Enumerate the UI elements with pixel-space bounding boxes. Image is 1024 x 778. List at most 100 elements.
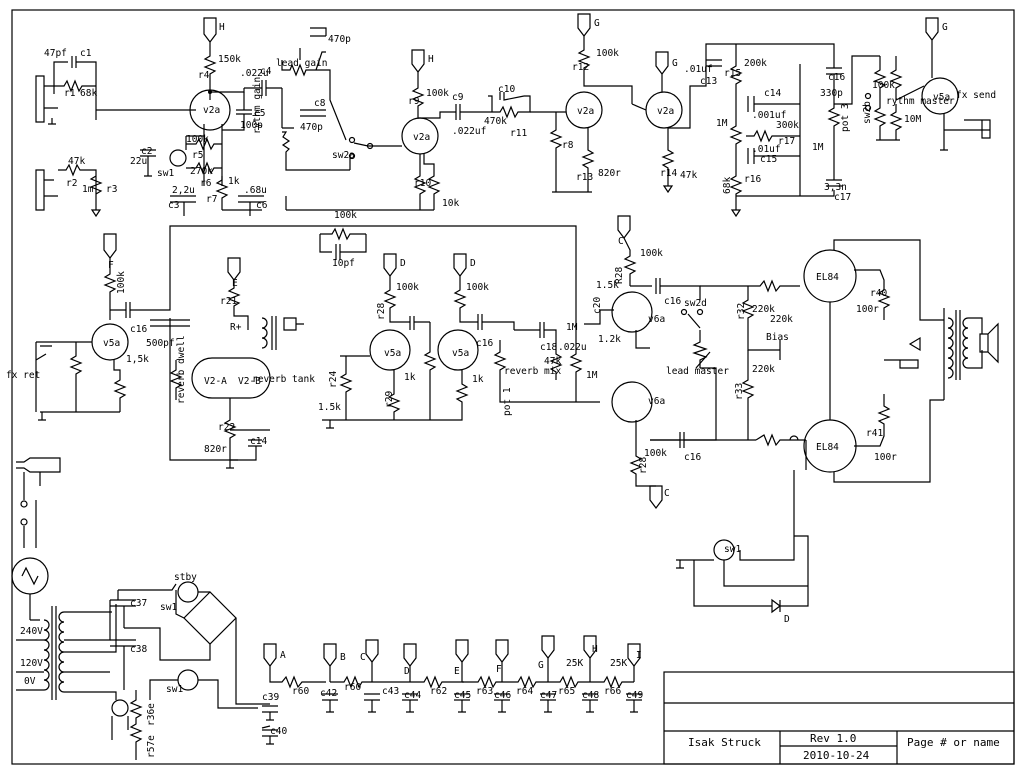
label-470k: 470k [484,116,507,127]
label-10m: 10M [904,114,921,125]
label-r1: r1 [64,88,76,99]
label-c15: c15 [760,154,777,165]
label-r14: r14 [660,168,677,179]
label-rail-g3: G [942,22,948,33]
label-100p: 100p [240,120,263,131]
label-c6: c6 [256,200,268,211]
label-100k-i: 100k [640,248,663,259]
label-rail-c2: C [664,488,670,499]
label-v6a-1: v6a [648,314,665,325]
label-r21: r21 [220,296,237,307]
label-rythm-master: rythm master [886,96,955,107]
label-c2: c2 [141,146,152,157]
label-47k-b: 47k [680,170,697,181]
label-c10: c10 [498,84,515,95]
label-200k: 200k [744,58,767,69]
label-diode-d: D [784,614,790,625]
label-c16-e: c16 [684,452,701,463]
label-1k-c: 1k [472,374,484,385]
label-v5a-2: v5a [103,338,120,349]
label-r24: r24 [328,371,339,388]
label-r7: r7 [206,194,217,205]
label-01uf-b: .01uf [752,144,781,155]
label-sw1-d: sw1 [166,684,183,695]
label-470p-b: 470p [328,34,351,45]
label-220k-a: 220k [770,314,793,325]
label-47pf: 47pf [44,48,67,59]
label-rail-g1: G [594,18,600,29]
label-fx-ret: fx ret [6,370,40,381]
label-100k-c: 100k [596,48,619,59]
date: 2010-10-24 [803,749,870,762]
label-r22: r22 [218,422,235,433]
label-rail-g2: G [672,58,678,69]
master-fx-send: 100k rythm master sw2b 10M G v5a fx send [862,17,996,151]
label-022uf-b: .022uf [452,126,486,137]
input-stage: 47pf c1 r1 68k 47k r2 1m r3 [35,48,180,218]
label-v2a-3: v2a [577,106,594,117]
label-r17: r17 [778,136,795,147]
label-100k-g: 100k [396,282,419,293]
label-r5: r5 [192,150,203,161]
tone-stack: 200k r15 c14 .001uf 1M 300k r17 .01uf c1… [716,44,880,218]
label-1m-e: 1M [586,370,598,381]
label-01uf-a: .01uf [684,64,713,75]
label-sw1-b: sw1 [724,544,741,555]
label-25k-a: 25K [566,658,583,669]
label-v2a-reverb: V2-A [204,376,227,387]
label-1m-c: 1M [812,142,824,153]
label-120v: 120V [20,658,43,669]
label-240v: 240V [20,626,43,637]
label-rplus: R+ [230,322,242,333]
label-sw2b: sw2b [862,101,873,124]
label-r10: r10 [414,178,431,189]
v2a-stage-4: G v2a r14 47k .01uf c13 [631,43,835,194]
gain-controls: c8 470p rythm gain lead gain 470p sw2a [252,27,384,210]
label-c4: c4 [260,66,272,77]
drawing-frame [11,9,1015,765]
label-rythm-gain: rythm gain [252,77,263,134]
label-c42: c42 [320,688,337,699]
label-220k-c: 220k [752,364,775,375]
label-12k: 1.2k [598,334,621,345]
label-rail-d3: D [404,666,410,677]
label-c38: c38 [130,644,147,655]
label-rail-i: I [636,650,642,661]
label-c16-b: c16 [130,324,147,335]
label-c47: c47 [540,690,557,701]
label-sw2d: sw2d [684,298,707,309]
label-c9: c9 [452,92,464,103]
label-rail-a: A [280,650,286,661]
label-r33: r33 [734,383,745,400]
label-c13: c13 [700,76,717,87]
revision: Rev 1.0 [810,732,856,745]
label-r15: r15 [724,68,741,79]
label-r41: r41 [866,428,883,439]
label-47k-c: 47k [544,356,561,367]
label-68u: .68u [244,185,267,196]
fx-return: F 100k c16 v5a 1,5k fx ret [6,233,150,421]
label-100k-b: 100k [426,88,449,99]
label-c44: c44 [404,690,421,701]
label-el84-2: EL84 [816,442,839,453]
label-rail-f: F [108,260,114,271]
label-820r-a: 820r [598,168,621,179]
label-100k-f: 100k [116,271,127,294]
label-820r-b: 820r [204,444,227,455]
label-001uf: .001uf [752,110,786,121]
label-c43: c43 [382,686,399,697]
label-v2a-1: v2a [203,105,220,116]
label-rail-g4: G [538,660,544,671]
label-rail-c3: C [360,652,366,663]
label-rail-f2: F [496,664,502,675]
label-r12: r12 [572,62,589,73]
label-rail-h1: H [219,22,225,33]
label-reverb-mix: reverb mix [504,366,561,377]
label-v2b-reverb: V2-B [238,376,261,387]
label-r62: r62 [430,686,447,697]
label-c1: c1 [80,48,92,59]
label-r16: r16 [744,174,761,185]
label-r29: r29 [384,391,395,408]
mains-input [11,457,61,620]
label-10pf: 10pf [332,258,355,269]
